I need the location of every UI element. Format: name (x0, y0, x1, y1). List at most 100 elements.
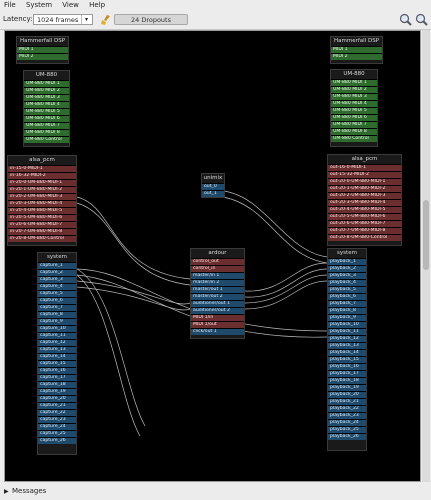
port[interactable]: capture_19 (38, 388, 76, 395)
port[interactable]: UM-880 MIDI 4 (24, 101, 69, 108)
module-um880-right[interactable]: UM-880 UM-880 MIDI 1 UM-880 MIDI 2 UM-88… (330, 69, 378, 147)
port[interactable]: out_1 (202, 190, 224, 197)
port[interactable]: playback_7 (328, 300, 366, 307)
port[interactable]: UM-880 MIDI 8 (24, 129, 69, 136)
port[interactable]: capture_12 (38, 339, 76, 346)
port[interactable]: UM-880 MIDI 4 (331, 100, 377, 107)
port[interactable]: UM-880 MIDI 2 (331, 86, 377, 93)
port[interactable]: capture_24 (38, 423, 76, 430)
port[interactable]: UM-880 Control (331, 135, 377, 142)
port[interactable]: UM-880 MIDI 6 (24, 115, 69, 122)
zoom-out-icon[interactable] (415, 13, 428, 26)
port[interactable]: UM-880 MIDI 5 (24, 108, 69, 115)
broom-icon[interactable] (100, 14, 112, 26)
port[interactable]: capture_2 (38, 269, 76, 276)
port[interactable]: MIDI 1/out (191, 321, 244, 328)
port[interactable]: UM-880 MIDI 5 (331, 107, 377, 114)
port[interactable]: playback_6 (328, 293, 366, 300)
port[interactable]: UM-880 MIDI 7 (331, 121, 377, 128)
vertical-scrollbar[interactable] (422, 30, 430, 482)
port[interactable]: playback_9 (328, 314, 366, 321)
port[interactable]: capture_4 (38, 283, 76, 290)
port[interactable]: UM-880 MIDI 2 (24, 87, 69, 94)
port[interactable]: capture_15 (38, 360, 76, 367)
port[interactable]: UM-880 MIDI 3 (331, 93, 377, 100)
port[interactable]: control_in (191, 265, 244, 272)
port[interactable]: out-20-2-UM-880-MIDI-3 (328, 192, 401, 199)
port[interactable]: capture_3 (38, 276, 76, 283)
port[interactable]: playback_14 (328, 349, 366, 356)
port[interactable]: playback_19 (328, 384, 366, 391)
port[interactable]: playback_8 (328, 307, 366, 314)
port[interactable]: capture_23 (38, 416, 76, 423)
port[interactable]: out-20-8-UM-880-Control (328, 234, 401, 241)
port[interactable]: playback_13 (328, 342, 366, 349)
port[interactable]: capture_26 (38, 437, 76, 444)
port[interactable]: playback_17 (328, 370, 366, 377)
messages-bar[interactable]: ▶ Messages (0, 484, 431, 500)
port[interactable]: playback_25 (328, 426, 366, 433)
port[interactable]: capture_20 (38, 395, 76, 402)
port[interactable]: playback_11 (328, 328, 366, 335)
port[interactable]: out-20-3-UM-880-MIDI-4 (328, 199, 401, 206)
port[interactable]: master/out 2 (191, 293, 244, 300)
port[interactable]: capture_10 (38, 325, 76, 332)
port[interactable]: playback_4 (328, 279, 366, 286)
module-alsa-pcm-right[interactable]: alsa_pcm out-16-0-MIDI-1 out-15-32-MIDI-… (327, 154, 402, 246)
module-um880-left[interactable]: UM-880 UM-880 MIDI 1 UM-880 MIDI 2 UM-88… (23, 70, 70, 147)
module-alsa-pcm-left[interactable]: alsa_pcm in-15-0-MIDI-1 in-16-32-MIDI-2 … (7, 155, 77, 246)
port[interactable]: playback_20 (328, 391, 366, 398)
module-ardour[interactable]: ardour control_out control_in master/in … (190, 248, 245, 339)
zoom-in-icon[interactable] (399, 13, 412, 26)
menu-file[interactable]: File (4, 1, 16, 9)
port[interactable]: in-20-5-UM-880-MIDI-6 (8, 214, 76, 221)
port-midi-1[interactable]: MIDI 1 (17, 46, 68, 53)
menu-system[interactable]: System (25, 1, 53, 9)
port[interactable]: capture_11 (38, 332, 76, 339)
module-hammerfall-right[interactable]: Hammerfall DSP MIDI 1 MIDI 2 (330, 36, 383, 64)
port[interactable]: capture_5 (38, 290, 76, 297)
port[interactable]: UM-880 MIDI 8 (331, 128, 377, 135)
port-midi-2[interactable]: MIDI 2 (17, 53, 68, 60)
module-system-capture[interactable]: system capture_1 capture_2 capture_3 cap… (37, 252, 77, 455)
port[interactable]: auditioner/out 2 (191, 307, 244, 314)
port[interactable]: out-20-4-UM-880-MIDI-5 (328, 206, 401, 213)
patchbay-canvas[interactable]: Hammerfall DSP MIDI 1 MIDI 2 Hammerfall … (4, 30, 421, 482)
port[interactable]: capture_21 (38, 402, 76, 409)
port[interactable]: out-20-5-UM-880-MIDI-6 (328, 213, 401, 220)
port[interactable]: capture_8 (38, 311, 76, 318)
port[interactable]: in-20-1-UM-880-MIDI-2 (8, 186, 76, 193)
port[interactable]: UM-880 MIDI 6 (331, 114, 377, 121)
port[interactable]: playback_21 (328, 398, 366, 405)
expander-triangle-icon[interactable]: ▶ (4, 488, 9, 495)
port[interactable]: in-15-0-MIDI-1 (8, 165, 76, 172)
port[interactable]: in-20-2-UM-880-MIDI-3 (8, 193, 76, 200)
port[interactable]: out-20-6-UM-880-MIDI-7 (328, 220, 401, 227)
port[interactable]: MIDI 1/in (191, 314, 244, 321)
port[interactable]: playback_16 (328, 363, 366, 370)
module-system-playback[interactable]: system playback_1 playback_2 playback_3 … (327, 248, 367, 451)
port[interactable]: playback_10 (328, 321, 366, 328)
port[interactable]: capture_7 (38, 304, 76, 311)
port[interactable]: click/out 1 (191, 328, 244, 335)
port[interactable]: playback_24 (328, 419, 366, 426)
port[interactable]: capture_16 (38, 367, 76, 374)
port[interactable]: in-16-32-MIDI-2 (8, 172, 76, 179)
port[interactable]: playback_5 (328, 286, 366, 293)
port[interactable]: out-15-32-MIDI-2 (328, 171, 401, 178)
port[interactable]: master/in 2 (191, 279, 244, 286)
port[interactable]: capture_6 (38, 297, 76, 304)
port[interactable]: out-20-7-UM-880-MIDI-8 (328, 227, 401, 234)
port[interactable]: UM-880 MIDI 3 (24, 94, 69, 101)
port[interactable]: UM-880 Control (24, 136, 69, 143)
port[interactable]: in-20-6-UM-880-MIDI-7 (8, 221, 76, 228)
port[interactable]: capture_1 (38, 262, 76, 269)
port-midi-2[interactable]: MIDI 2 (331, 53, 382, 60)
scrollbar-thumb[interactable] (423, 200, 429, 270)
port[interactable]: playback_22 (328, 405, 366, 412)
port[interactable]: capture_25 (38, 430, 76, 437)
port[interactable]: out-20-0-UM-880-MIDI-1 (328, 178, 401, 185)
module-unimix[interactable]: unimix out_0 out_1 (201, 173, 225, 198)
port[interactable]: capture_13 (38, 346, 76, 353)
port[interactable]: playback_23 (328, 412, 366, 419)
